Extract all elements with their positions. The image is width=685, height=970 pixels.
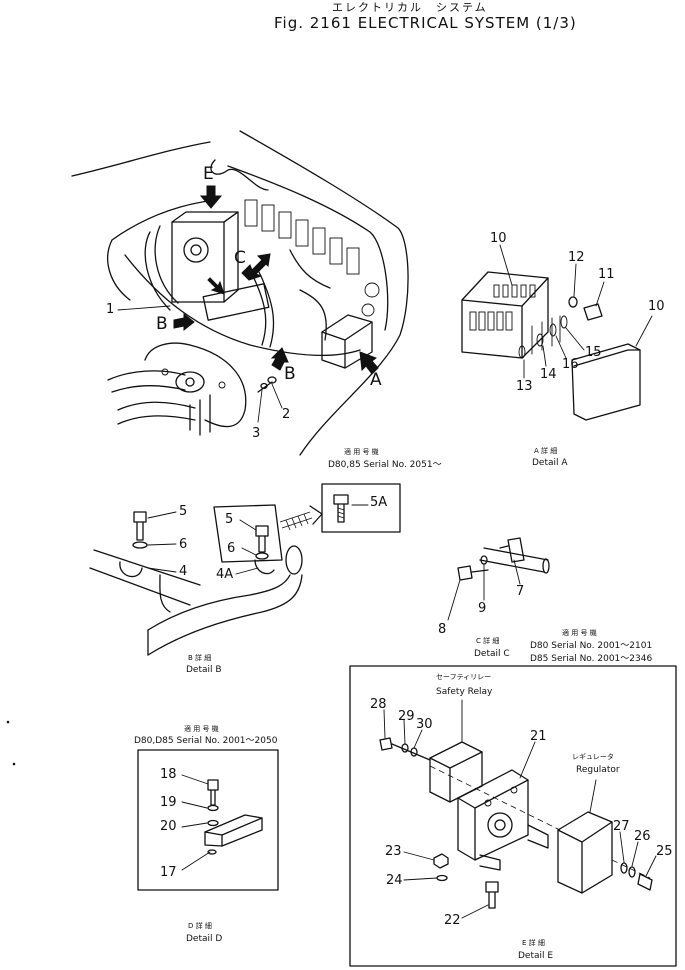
detail-b-caption: Detail B <box>186 665 222 675</box>
arrow-label-e: E <box>203 164 214 184</box>
arrow-c2-icon <box>255 253 271 271</box>
part-number-5-inset: 5 <box>225 512 234 527</box>
serial-note-d-jp: 適 用 号 機 <box>184 725 219 733</box>
detail-d-caption-jp: D 詳 細 <box>188 922 212 930</box>
detail-e-caption: Detail E <box>518 951 554 961</box>
serial-note-d: D80,D85 Serial No. 2001～2050 <box>134 736 278 746</box>
arrow-label-a: A <box>370 370 382 390</box>
figure-title-jp: エレクトリカル システム <box>332 1 488 14</box>
part-number-21: 21 <box>530 729 547 744</box>
part-number-3: 3 <box>252 426 261 441</box>
detail-e-drawing <box>349 665 677 967</box>
part-number-9: 9 <box>478 601 487 616</box>
part-number-13: 13 <box>516 379 533 394</box>
arrow-label-b-upper: B <box>156 314 168 334</box>
part-number-30: 30 <box>416 717 433 732</box>
part-number-1: 1 <box>106 302 115 317</box>
part-number-17: 17 <box>160 865 177 880</box>
part-number-20: 20 <box>160 819 177 834</box>
part-number-4: 4 <box>179 564 188 579</box>
part-number-2: 2 <box>282 407 291 422</box>
arrow-b-upper-icon <box>173 312 195 332</box>
arrow-b-lower-icon <box>270 347 289 371</box>
part-number-5: 5 <box>179 504 188 519</box>
arrow-label-c: C <box>234 248 246 268</box>
detail-d-caption: Detail D <box>186 934 223 944</box>
safety-relay-label: Safety Relay <box>436 687 493 697</box>
regulator-label-jp: レギュレータ <box>572 753 614 761</box>
part-number-11: 11 <box>598 267 615 282</box>
regulator-label: Regulator <box>576 765 620 775</box>
serial-note-a: D80,85 Serial No. 2051～ <box>328 460 442 470</box>
figure-title: Fig. 2161 ELECTRICAL SYSTEM (1/3) <box>274 14 577 32</box>
part-number-5a: 5A <box>370 495 388 510</box>
serial-note-c-line1: D80 Serial No. 2001～2101 <box>530 641 653 651</box>
detail-a-caption-jp: A 詳 細 <box>534 447 558 455</box>
part-number-4a: 4A <box>216 567 234 582</box>
part-number-24: 24 <box>386 873 403 888</box>
part-number-6: 6 <box>179 537 188 552</box>
dash-fuse-bank <box>244 199 380 317</box>
main-view-leaders <box>117 305 283 423</box>
part-number-25: 25 <box>656 844 673 859</box>
detail-a-fuse-row <box>469 284 536 331</box>
arrow-label-b-lower: B <box>284 364 296 384</box>
part-number-10-right: 10 <box>648 299 665 314</box>
part-number-16: 16 <box>562 357 579 372</box>
detail-c-caption-jp: C 詳 細 <box>476 637 500 645</box>
serial-note-c-line2: D85 Serial No. 2001～2346 <box>530 654 653 664</box>
part-number-7: 7 <box>516 584 525 599</box>
arrow-d-icon <box>207 277 225 295</box>
part-number-8: 8 <box>438 622 447 637</box>
part-number-18: 18 <box>160 767 177 782</box>
detail-5a-drawing <box>279 483 401 533</box>
part-number-12: 12 <box>568 250 585 265</box>
arrow-e-icon <box>199 185 223 209</box>
part-number-22: 22 <box>444 913 461 928</box>
serial-note-a-jp: 適 用 号 機 <box>344 448 379 456</box>
detail-a-drawing <box>461 244 653 421</box>
part-number-29: 29 <box>398 709 415 724</box>
part-number-23: 23 <box>385 844 402 859</box>
part-number-6-inset: 6 <box>227 541 236 556</box>
detail-b-drawing <box>89 504 303 656</box>
part-number-14: 14 <box>540 367 557 382</box>
view-arrows <box>173 185 379 375</box>
arrow-a-icon <box>359 351 379 375</box>
detail-a-caption: Detail A <box>532 458 568 468</box>
main-view-drawing <box>71 130 409 456</box>
part-number-28: 28 <box>370 697 387 712</box>
detail-d-drawing <box>137 749 279 891</box>
part-number-15: 15 <box>585 345 602 360</box>
part-number-27: 27 <box>613 819 630 834</box>
detail-c-caption: Detail C <box>474 649 510 659</box>
serial-note-c-jp: 適 用 号 機 <box>562 629 597 637</box>
detail-e-caption-jp: E 詳 細 <box>522 939 545 947</box>
detail-c-drawing <box>447 537 550 621</box>
safety-relay-label-jp: セーフティリレー <box>436 673 492 681</box>
part-number-26: 26 <box>634 829 651 844</box>
part-number-19: 19 <box>160 795 177 810</box>
part-number-10-left: 10 <box>490 231 507 246</box>
detail-b-caption-jp: B 詳 細 <box>188 654 212 662</box>
